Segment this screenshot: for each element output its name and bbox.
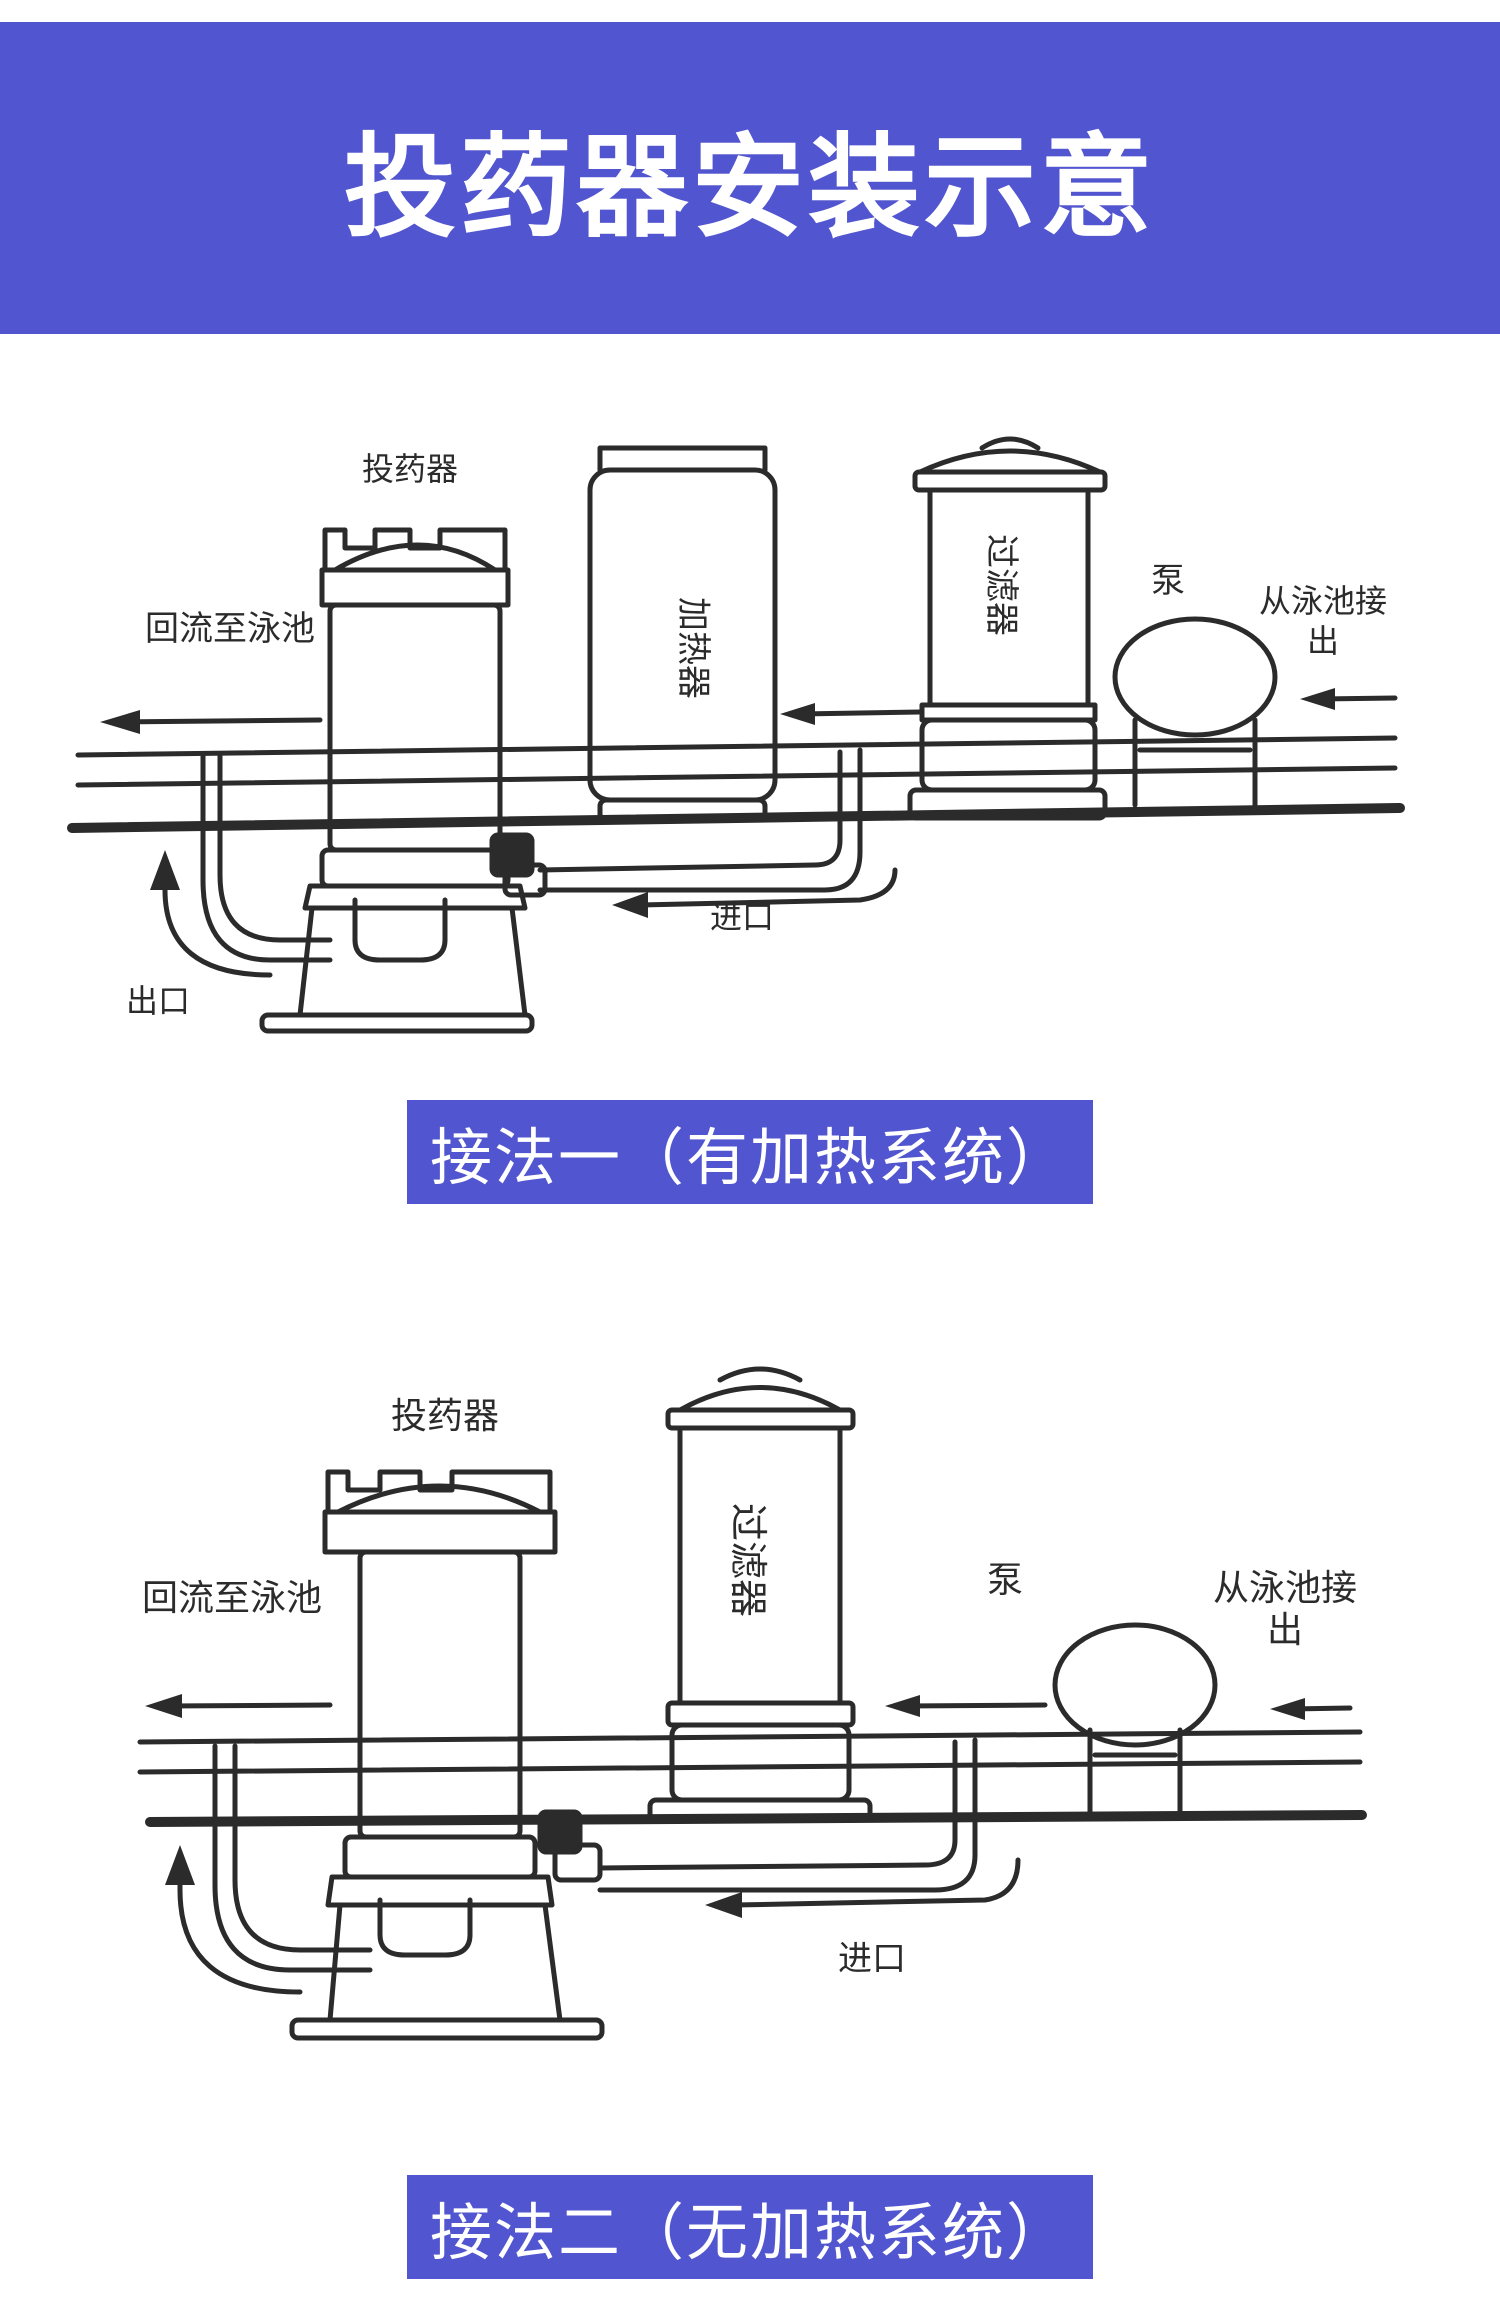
inlet-tube xyxy=(597,1737,978,1893)
label-inlet: 进口 xyxy=(838,1939,906,1979)
label-from-pool-line1: 从泳池接 xyxy=(1259,582,1387,620)
inlet-tube xyxy=(537,747,863,893)
page-title: 投药器安装示意 xyxy=(344,123,1156,253)
label-doser: 投药器 xyxy=(362,450,458,488)
caption-method-two: 接法二（无加热系统） xyxy=(407,2175,1093,2279)
label-doser: 投药器 xyxy=(391,1396,499,1437)
outlet-arrow xyxy=(150,850,273,978)
filter-unit xyxy=(907,436,1108,821)
pipe-flow-arrow xyxy=(885,1695,1048,1717)
valve xyxy=(489,832,548,898)
label-from-pool-line2: 出 xyxy=(1267,1610,1303,1651)
label-heater: 加热器 xyxy=(673,597,713,699)
upper-pipe xyxy=(137,1729,1363,1775)
label-filter: 过滤器 xyxy=(726,1503,770,1617)
outlet-tube xyxy=(212,1743,373,1973)
caption-method-one: 接法一（有加热系统） xyxy=(407,1100,1093,1204)
label-return: 回流至泳池 xyxy=(142,1578,322,1619)
label-filter: 过滤器 xyxy=(981,534,1021,636)
doser-unit xyxy=(289,1469,605,2041)
outlet-arrow xyxy=(165,1845,303,1995)
pump-unit xyxy=(1052,1622,1218,1815)
inlet-arrow xyxy=(612,867,898,918)
inlet-arrow xyxy=(705,1857,1021,1918)
filter-unit xyxy=(647,1366,873,1823)
heater-unit xyxy=(587,445,778,823)
label-from-pool-line1: 从泳池接 xyxy=(1213,1568,1357,1609)
return-flow-arrow xyxy=(145,1694,333,1718)
valve xyxy=(537,1809,603,1883)
label-return: 回流至泳池 xyxy=(145,609,315,649)
label-pump: 泵 xyxy=(987,1560,1023,1601)
label-inlet: 进口 xyxy=(710,898,774,936)
diagram-without-heater: 投药器 回流至泳池 泵 从泳池接 出 进口 过滤器 xyxy=(0,1360,1500,2080)
pool-inlet-arrow xyxy=(1270,1698,1353,1720)
label-outlet: 出口 xyxy=(126,982,190,1020)
label-from-pool-line2: 出 xyxy=(1307,622,1339,660)
pool-inlet-arrow xyxy=(1300,688,1398,710)
pipe-flow-arrow xyxy=(780,703,923,725)
return-flow-arrow xyxy=(100,710,323,734)
header-banner: 投药器安装示意 xyxy=(0,22,1500,334)
diagram-with-heater: 投药器 回流至泳池 泵 从泳池接 出 进口 出口 加热器 过滤器 xyxy=(0,420,1500,1060)
upper-pipe xyxy=(75,735,1398,788)
label-pump: 泵 xyxy=(1151,561,1185,601)
outlet-tube xyxy=(200,753,333,963)
pump-unit xyxy=(1112,616,1278,808)
